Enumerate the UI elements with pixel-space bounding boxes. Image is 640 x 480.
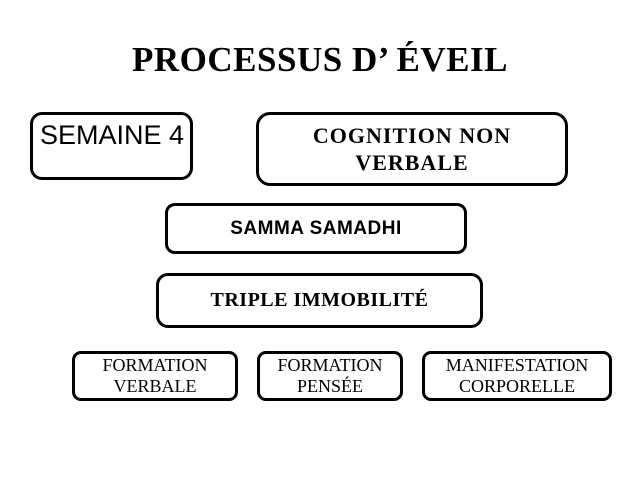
node-semaine-4: SEMAINE 4 bbox=[30, 112, 193, 180]
node-formation-verbale: FORMATION VERBALE bbox=[72, 351, 238, 401]
node-manifestation-corporelle: MANIFESTATION CORPORELLE bbox=[422, 351, 612, 401]
node-samma-samadhi-label: SAMMA SAMADHI bbox=[230, 217, 402, 239]
node-formation-pensee-line-1: FORMATION bbox=[277, 354, 383, 375]
node-cognition-non-verbale: COGNITION NON VERBALE bbox=[256, 112, 568, 186]
node-formation-verbale-line-2: VERBALE bbox=[113, 376, 197, 396]
node-formation-verbale-line-1: FORMATION bbox=[102, 354, 208, 375]
node-manifestation-corporelle-line-2: CORPORELLE bbox=[458, 376, 575, 396]
node-triple-immobilite: TRIPLE IMMOBILITÉ bbox=[156, 273, 483, 328]
node-formation-pensee-line-2: PENSÉE bbox=[296, 376, 363, 396]
node-formation-pensee: FORMATION PENSÉE bbox=[257, 351, 403, 401]
node-cognition-line-2: VERBALE bbox=[355, 150, 469, 175]
page-title: PROCESSUS D’ ÉVEIL bbox=[132, 40, 508, 79]
node-triple-immobilite-label: TRIPLE IMMOBILITÉ bbox=[210, 289, 429, 311]
node-samma-samadhi: SAMMA SAMADHI bbox=[165, 203, 467, 254]
node-cognition-line-1: COGNITION NON bbox=[312, 122, 512, 148]
node-manifestation-corporelle-line-1: MANIFESTATION bbox=[445, 354, 589, 375]
node-semaine-4-label: SEMAINE 4 bbox=[40, 120, 185, 150]
